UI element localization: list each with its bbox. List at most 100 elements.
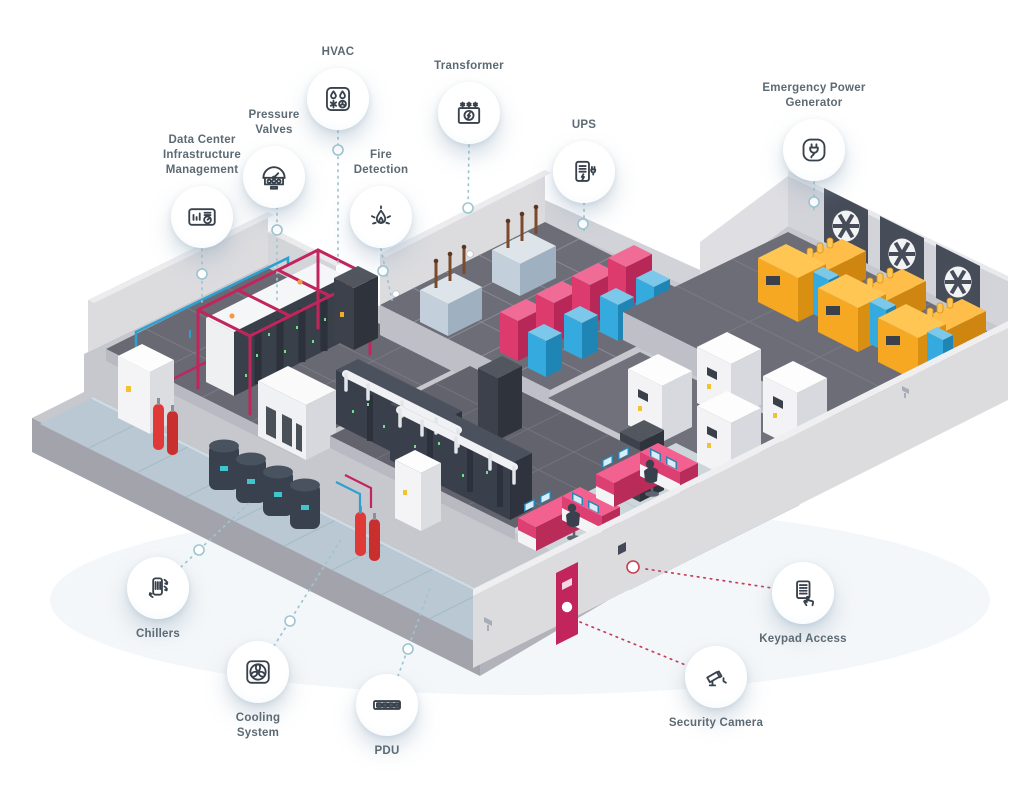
warning-sticker — [126, 386, 131, 392]
pdu-bubble[interactable] — [356, 674, 418, 736]
transformer-unit-2 — [492, 232, 556, 296]
generator-unit-3-left-face — [878, 318, 918, 382]
switchgear-cabinet-left-face — [697, 406, 731, 479]
generator-unit-1-left-face — [758, 258, 798, 322]
battery-rack-top-face — [572, 263, 616, 285]
generator-screen — [826, 306, 840, 315]
hvac-duct-column-1-top-face — [334, 266, 378, 288]
callout-fire-detection[interactable]: Fire Detection — [350, 149, 412, 248]
callout-emergency-power-generator[interactable]: Emergency Power Generator — [762, 82, 865, 181]
callout-keypad-access[interactable]: Keypad Access — [759, 562, 847, 645]
switchgear-cabinet-top-face — [628, 354, 692, 386]
chillers-bubble[interactable] — [127, 557, 189, 619]
electrical-cabinet-left-top-face — [118, 344, 174, 372]
duct-sticker — [340, 312, 344, 317]
generator-unit-2-left-face — [818, 288, 858, 352]
wall-camera-right — [902, 386, 909, 398]
generator-panel-2-top-face — [870, 297, 896, 310]
server-rack-row-left-left-face — [206, 318, 234, 396]
transformer-unit-1-right-face — [448, 287, 482, 336]
generator-panel-3-top-face — [927, 327, 953, 340]
front-wall — [473, 321, 1008, 668]
server-rack-row-left-top-face — [206, 262, 346, 332]
hvac-bubble[interactable] — [307, 68, 369, 130]
transformer-unit-2-left-face — [492, 250, 520, 296]
hvac-duct-column-2-top-face — [478, 356, 522, 378]
generator-bubble[interactable] — [783, 119, 845, 181]
transformer-unit-1 — [420, 273, 482, 336]
generator-unit-1-top-face — [758, 244, 826, 278]
generator-unit-3-top-face — [878, 304, 946, 338]
ups-cabinet-top-face — [528, 324, 562, 341]
cooling-system-bubble[interactable] — [227, 641, 289, 703]
callout-label: Pressure Valves — [248, 109, 300, 137]
callout-cooling-system[interactable]: Cooling System — [227, 641, 289, 739]
callout-pdu[interactable]: PDU — [356, 674, 418, 757]
keypad-icon — [796, 580, 815, 607]
security-camera-bubble[interactable] — [685, 646, 747, 708]
callout-label: Data Center Infrastructure Management — [163, 134, 241, 177]
server-rack-pair-front-right-face — [306, 390, 336, 460]
dcim-bubble[interactable] — [171, 186, 233, 248]
callout-chillers[interactable]: Chillers — [127, 557, 189, 640]
ups-cabinet-right-face — [546, 333, 562, 377]
electrical-cabinet-mid-top-face — [395, 450, 441, 473]
hvac-duct-column-2-left-face — [478, 368, 498, 440]
fire-detection-bubble[interactable] — [350, 186, 412, 248]
switchgear-cabinet-top-face — [697, 332, 761, 364]
electrical-cabinet-left-left-face — [118, 356, 150, 434]
switchgear-cabinet-left-face — [763, 376, 797, 449]
server-rack-pair-front-top-face — [258, 366, 336, 405]
callout-label: UPS — [571, 119, 597, 132]
generator-screen — [886, 336, 900, 345]
pressure-valves-bubble[interactable] — [243, 146, 305, 208]
transformer-bubble[interactable] — [438, 82, 500, 144]
transformer-icon — [457, 101, 481, 124]
connector-cooling — [273, 537, 343, 647]
callout-label: Keypad Access — [759, 633, 847, 645]
gauge-icon — [262, 166, 286, 190]
electrical-cabinet-mid — [395, 450, 441, 531]
hvac-icon — [326, 87, 350, 111]
callout-label: Emergency Power Generator — [762, 82, 866, 110]
transformer-1-bushings — [433, 244, 467, 288]
callout-label: Security Camera — [668, 717, 764, 729]
server-rack-pair-vents — [266, 406, 302, 452]
ups-cabinet — [564, 306, 598, 359]
ups-cabinet-top-face — [564, 306, 598, 323]
callout-ups[interactable]: UPS — [553, 119, 615, 203]
ups-cabinet-top-face — [600, 288, 634, 305]
connector-keypad — [645, 568, 773, 589]
callout-label: Fire Detection — [353, 149, 409, 177]
hvac-duct-column-2-right-face — [498, 366, 522, 440]
callout-security-camera[interactable]: Security Camera — [669, 646, 763, 729]
callout-label: Chillers — [135, 628, 181, 640]
hvac-duct-column-2 — [478, 356, 522, 440]
keypad-endpoint — [626, 560, 640, 574]
generator-screen — [766, 276, 780, 285]
connector-chillers — [180, 501, 251, 568]
callout-pressure-valves[interactable]: Pressure Valves — [243, 109, 305, 208]
server-room-pipes — [335, 474, 373, 514]
ups-cabinet-left-face — [564, 314, 582, 359]
workstation-2-details — [596, 446, 680, 507]
callout-hvac[interactable]: HVAC — [307, 46, 369, 130]
wall-keypad — [618, 542, 626, 555]
keypad-access-bubble[interactable] — [772, 562, 834, 624]
callout-dcim[interactable]: Data Center Infrastructure Management — [163, 134, 241, 248]
callout-transformer[interactable]: Transformer — [434, 60, 504, 144]
containment-cage — [196, 248, 372, 416]
battery-rack-left-face — [500, 312, 518, 361]
flame-icon — [371, 205, 391, 225]
callout-label: HVAC — [321, 46, 355, 59]
battery-rack-top-face — [500, 299, 544, 321]
chiller-tank-icon — [148, 577, 169, 598]
overhead-cable-trays — [342, 370, 518, 485]
hvac-duct-column-1 — [334, 266, 378, 350]
ups-cabinet-right-face — [582, 315, 598, 359]
ups-bubble[interactable] — [553, 141, 615, 203]
camera-icon — [706, 670, 727, 687]
chiller-tanks — [209, 439, 320, 529]
electrical-cabinet-mid-left-face — [395, 460, 421, 531]
